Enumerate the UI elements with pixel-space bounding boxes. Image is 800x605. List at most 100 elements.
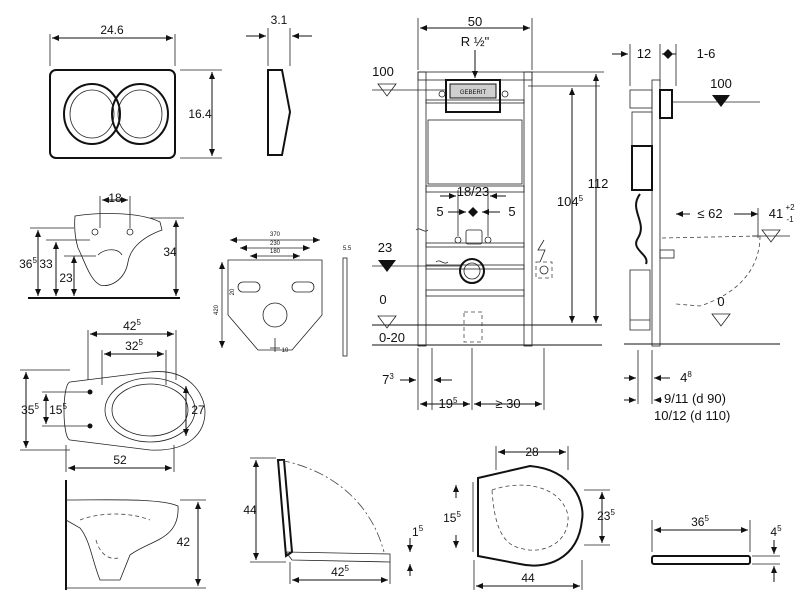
frame-offset-left: 5 xyxy=(436,204,443,219)
seat-top-view: 28 155 235 44 xyxy=(443,445,615,590)
frame-bolt-spacing: 18/23 xyxy=(457,184,490,199)
installation-frame-front-view: GEBERIT 50 R ½" 100 23 xyxy=(372,14,608,411)
flush-plate-front-view: 24.6 16.4 xyxy=(49,23,222,159)
side-bottom-offset: 4 xyxy=(680,370,687,385)
pan-plan-width-inner-sup: 5 xyxy=(138,338,143,347)
frame-left-margin: 7 xyxy=(382,372,389,387)
seat-thin-thickness-sup: 5 xyxy=(777,524,782,533)
svg-text:48: 48 xyxy=(680,370,692,385)
seat-side-hinge-sup: 5 xyxy=(419,524,424,533)
seat-side-view: 44 15 425 xyxy=(243,457,424,584)
svg-text:425: 425 xyxy=(331,564,349,579)
isolation-bottom: 10 xyxy=(282,348,289,354)
seat-side-length: 42 xyxy=(331,565,345,579)
side-bottom-offset-sup: 8 xyxy=(687,370,692,379)
seat-top-side-a: 15 xyxy=(443,511,457,525)
side-top-left: 12 xyxy=(637,46,651,61)
seat-side-height: 44 xyxy=(243,503,257,517)
frame-height-main: 104 xyxy=(557,194,579,209)
frame-level-23: 23 xyxy=(378,240,392,255)
svg-text:41: 41 xyxy=(769,206,783,221)
pan-plan-length: 52 xyxy=(113,453,127,467)
seat-top-side-a-sup: 5 xyxy=(456,510,461,519)
pan-front-elevation: 18 365 33 23 34 xyxy=(19,191,184,299)
svg-text:425: 425 xyxy=(123,318,141,333)
side-projection: ≤ 62 xyxy=(697,206,722,221)
pan-plan-width-outer: 42 xyxy=(123,319,137,333)
electric-icon xyxy=(537,239,546,263)
pan-plan-depth: 27 xyxy=(191,403,205,417)
frame-bottom-right: ≥ 30 xyxy=(495,396,520,411)
isolation-plate: 370 230 180 420 20 10 5.5 xyxy=(214,232,352,357)
seat-top-side-b-sup: 5 xyxy=(610,508,615,517)
seat-top-side-b: 23 xyxy=(597,509,611,523)
frame-floor-range: 0-20 xyxy=(379,330,405,345)
side-rim: 41 xyxy=(769,206,783,221)
svg-text:195: 195 xyxy=(439,396,458,411)
pan-plan-height-outer-sup: 5 xyxy=(34,402,39,411)
frame-offset-right: 5 xyxy=(508,204,515,219)
pan-plan-view: 425 325 355 155 27 52 xyxy=(20,318,206,472)
side-level-0: 0 xyxy=(717,294,724,309)
pan-plan-height-inner: 15 xyxy=(49,403,63,417)
side-pipe-1: 9/11 (d 90) xyxy=(664,391,726,406)
seat-thin-side-view: 365 45 xyxy=(651,514,782,582)
svg-text:155: 155 xyxy=(443,510,461,525)
isolation-width: 370 xyxy=(270,232,281,238)
frame-brand: GEBERIT xyxy=(460,90,487,96)
flush-plate-height: 16.4 xyxy=(188,107,212,121)
seat-thin-length-sup: 5 xyxy=(704,514,709,523)
seat-thin-length: 36 xyxy=(691,515,705,529)
seat-top-width: 28 xyxy=(525,445,539,459)
pan-height-a-sup: 5 xyxy=(32,256,37,265)
side-level-100: 100 xyxy=(710,76,732,91)
svg-text:355: 355 xyxy=(21,402,39,417)
svg-text:365: 365 xyxy=(19,256,37,271)
svg-text:365: 365 xyxy=(691,514,709,529)
side-top-right: 1-6 xyxy=(697,46,716,61)
pan-bolt-spacing: 18 xyxy=(108,191,122,205)
svg-text:15: 15 xyxy=(412,524,424,539)
svg-text:235: 235 xyxy=(597,508,615,523)
side-rim-sub: -1 xyxy=(786,215,794,224)
pan-plan-width-outer-sup: 5 xyxy=(136,318,141,327)
frame-bottom-left: 19 xyxy=(439,396,453,411)
frame-height-total: 112 xyxy=(588,176,609,191)
flush-plate-side-view: 3.1 xyxy=(246,13,312,156)
svg-text:45: 45 xyxy=(770,524,782,539)
svg-text:325: 325 xyxy=(125,338,143,353)
pan-section-height: 42 xyxy=(177,535,191,549)
pan-height-d: 34 xyxy=(163,245,177,259)
seat-top-length: 44 xyxy=(521,571,535,585)
svg-text:155: 155 xyxy=(49,402,67,417)
frame-height-main-sup: 5 xyxy=(579,194,584,203)
isolation-inner-2: 180 xyxy=(270,249,281,255)
frame-level-0: 0 xyxy=(379,292,386,307)
pan-height-a: 36 xyxy=(19,257,33,271)
seat-thin-thickness: 4 xyxy=(770,525,777,539)
installation-side-view: 12 1-6 100 ≤ 62 41 +2 -1 0 48 9/11 (d 90… xyxy=(612,44,795,423)
frame-thread: R ½" xyxy=(461,34,490,49)
flush-plate-depth: 3.1 xyxy=(271,13,288,27)
seat-side-hinge: 1 xyxy=(412,525,419,539)
side-pipe-2: 10/12 (d 110) xyxy=(654,408,730,423)
seat-side-length-sup: 5 xyxy=(344,564,349,573)
svg-text:73: 73 xyxy=(382,372,394,387)
frame-level-100: 100 xyxy=(372,64,394,79)
water-supply-icon xyxy=(415,228,429,232)
pan-plan-width-inner: 32 xyxy=(125,339,139,353)
pan-height-b: 33 xyxy=(39,257,53,271)
frame-left-margin-sup: 3 xyxy=(389,372,394,381)
isolation-thickness: 5.5 xyxy=(343,246,352,252)
frame-width: 50 xyxy=(468,14,482,29)
svg-text:1045: 1045 xyxy=(557,194,584,209)
water-drain-icon xyxy=(435,260,449,264)
pan-height-c: 23 xyxy=(59,271,73,285)
isolation-height: 420 xyxy=(214,304,220,315)
pan-plan-height-inner-sup: 5 xyxy=(62,402,67,411)
isolation-inner-1: 230 xyxy=(270,241,281,247)
side-rim-sup: +2 xyxy=(785,203,795,212)
isolation-hole: 20 xyxy=(230,288,236,295)
